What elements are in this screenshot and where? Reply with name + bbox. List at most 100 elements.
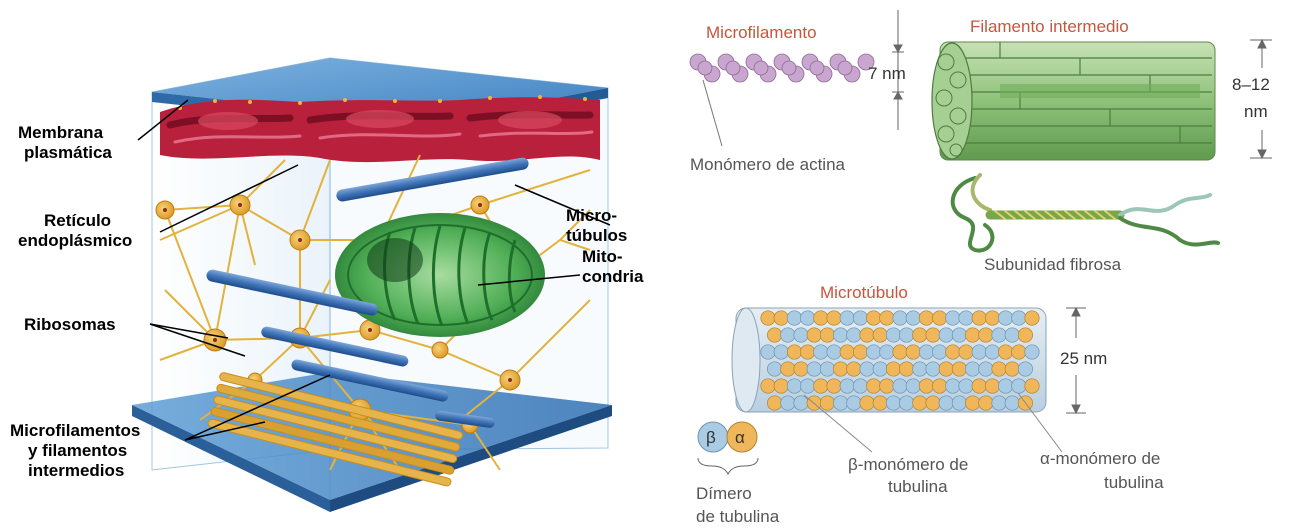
beta-tubulin-subunit xyxy=(853,311,867,325)
alpha-tubulin-subunit xyxy=(767,396,781,410)
mitochondrion xyxy=(335,213,545,337)
alpha-tubulin-subunit xyxy=(919,311,933,325)
alpha-tubulin-subunit xyxy=(807,328,821,342)
alpha-tubulin-subunit xyxy=(992,362,1006,376)
microfilament-size: 7 nm xyxy=(868,64,906,83)
endoplasmic-reticulum xyxy=(160,95,600,162)
alpha-tubulin-subunit xyxy=(827,379,841,393)
alpha-tubulin-subunit xyxy=(880,311,894,325)
microtubule-section: Microtúbulo 25 nm β α Dímero de tubulina xyxy=(696,283,1164,526)
beta-tubulin-subunit xyxy=(781,328,795,342)
dimer-label-1: Dímero xyxy=(696,484,752,503)
fibrous-subunit xyxy=(953,175,1218,251)
beta-tubulin-subunit xyxy=(992,328,1006,342)
alpha-tubulin-subunit xyxy=(761,379,775,393)
alpha-tubulin-subunit xyxy=(913,328,927,342)
beta-tubulin-subunit xyxy=(787,379,801,393)
beta-tubulin-subunit xyxy=(893,311,907,325)
intermediate-filament-section: Filamento intermedio xyxy=(932,17,1272,274)
microtubule-title: Microtúbulo xyxy=(820,283,908,302)
beta-tubulin-subunit xyxy=(919,345,933,359)
alpha-tubulin-subunit xyxy=(979,328,993,342)
alpha-tubulin-subunit xyxy=(814,311,828,325)
alpha-tubulin-subunit xyxy=(774,379,788,393)
beta-tubulin-subunit xyxy=(939,328,953,342)
beta-tubulin-subunit xyxy=(893,379,907,393)
beta-tubulin-subunit xyxy=(840,311,854,325)
microtubule-size: 25 nm xyxy=(1060,349,1107,368)
alpha-tubulin-subunit xyxy=(1005,362,1019,376)
alpha-tubulin-subunit xyxy=(866,379,880,393)
alpha-tubulin-subunit xyxy=(906,345,920,359)
alpha-tubulin-subunit xyxy=(893,345,907,359)
beta-tubulin-subunit xyxy=(1005,328,1019,342)
beta-tubulin-subunit xyxy=(840,379,854,393)
alpha-tubulin-subunit xyxy=(985,379,999,393)
alpha-tubulin-subunit xyxy=(814,379,828,393)
beta-tubulin-subunit xyxy=(781,396,795,410)
alpha-tubulin-subunit xyxy=(926,396,940,410)
alpha-tubulin-subunit xyxy=(952,362,966,376)
beta-tubulin-subunit xyxy=(827,345,841,359)
fibrous-subunit-label: Subunidad fibrosa xyxy=(984,255,1122,274)
label-microfil-1: Microfilamentos xyxy=(10,421,140,440)
alpha-tubulin-subunit xyxy=(932,311,946,325)
dimer-brace xyxy=(698,458,758,474)
label-microfil-2: y filamentos xyxy=(28,441,127,460)
alpha-tubulin-subunit xyxy=(965,396,979,410)
beta-tubulin-subunit xyxy=(965,362,979,376)
alpha-tubulin-subunit xyxy=(880,379,894,393)
beta-tubulin-subunit xyxy=(866,345,880,359)
beta-tubulin-subunit xyxy=(833,396,847,410)
beta-tubulin-subunit xyxy=(847,328,861,342)
alpha-tubulin-subunit xyxy=(866,311,880,325)
alpha-tubulin-subunit xyxy=(820,328,834,342)
alpha-tubulin-subunit xyxy=(972,311,986,325)
beta-tubulin-subunit xyxy=(946,311,960,325)
label-reticulo-1: Retículo xyxy=(44,211,111,230)
beta-tubulin-subunit xyxy=(899,328,913,342)
alpha-tubulin-subunit xyxy=(833,362,847,376)
alpha-monomer-label-1: α-monómero de xyxy=(1040,449,1160,468)
beta-tubulin-subunit xyxy=(1005,396,1019,410)
alpha-tubulin-subunit xyxy=(787,345,801,359)
beta-tubulin-subunit xyxy=(932,345,946,359)
alpha-tubulin-subunit xyxy=(820,396,834,410)
alpha-tubulin-subunit xyxy=(886,362,900,376)
label-microtubulos-2: túbulos xyxy=(566,226,627,245)
beta-tubulin-subunit xyxy=(952,328,966,342)
alpha-tubulin-subunit xyxy=(959,345,973,359)
label-microtubulos-1: Micro- xyxy=(566,206,617,225)
actin-monomer-label: Monómero de actina xyxy=(690,155,846,174)
alpha-tubulin-subunit xyxy=(873,328,887,342)
alpha-tubulin-subunit xyxy=(939,362,953,376)
microfilament-title: Microfilamento xyxy=(706,23,817,42)
alpha-tubulin-subunit xyxy=(913,396,927,410)
label-membrana-2: plasmática xyxy=(24,143,112,162)
alpha-tubulin-subunit xyxy=(965,328,979,342)
beta-monomer-label-1: β-monómero de xyxy=(848,455,968,474)
beta-tubulin-subunit xyxy=(767,362,781,376)
beta-tubulin-subunit xyxy=(939,396,953,410)
alpha-symbol: α xyxy=(735,428,745,447)
beta-tubulin-subunit xyxy=(774,345,788,359)
dimer-label-2: de tubulina xyxy=(696,507,780,526)
beta-tubulin-subunit xyxy=(860,362,874,376)
beta-tubulin-subunit xyxy=(794,328,808,342)
microfilament-section: Microfilamento Monómero de actina 7 nm xyxy=(690,10,906,174)
alpha-tubulin-subunit xyxy=(781,362,795,376)
beta-tubulin-subunit xyxy=(979,362,993,376)
beta-monomer-label-2: tubulina xyxy=(888,477,948,496)
alpha-tubulin-subunit xyxy=(1012,345,1026,359)
beta-tubulin-subunit xyxy=(807,362,821,376)
alpha-tubulin-subunit xyxy=(860,328,874,342)
beta-tubulin-subunit xyxy=(906,379,920,393)
beta-tubulin-subunit xyxy=(820,362,834,376)
beta-tubulin-subunit xyxy=(853,379,867,393)
beta-tubulin-subunit xyxy=(800,379,814,393)
beta-tubulin-subunit xyxy=(886,396,900,410)
microtubule-end xyxy=(732,308,760,412)
beta-tubulin-subunit xyxy=(972,345,986,359)
alpha-tubulin-subunit xyxy=(1018,328,1032,342)
